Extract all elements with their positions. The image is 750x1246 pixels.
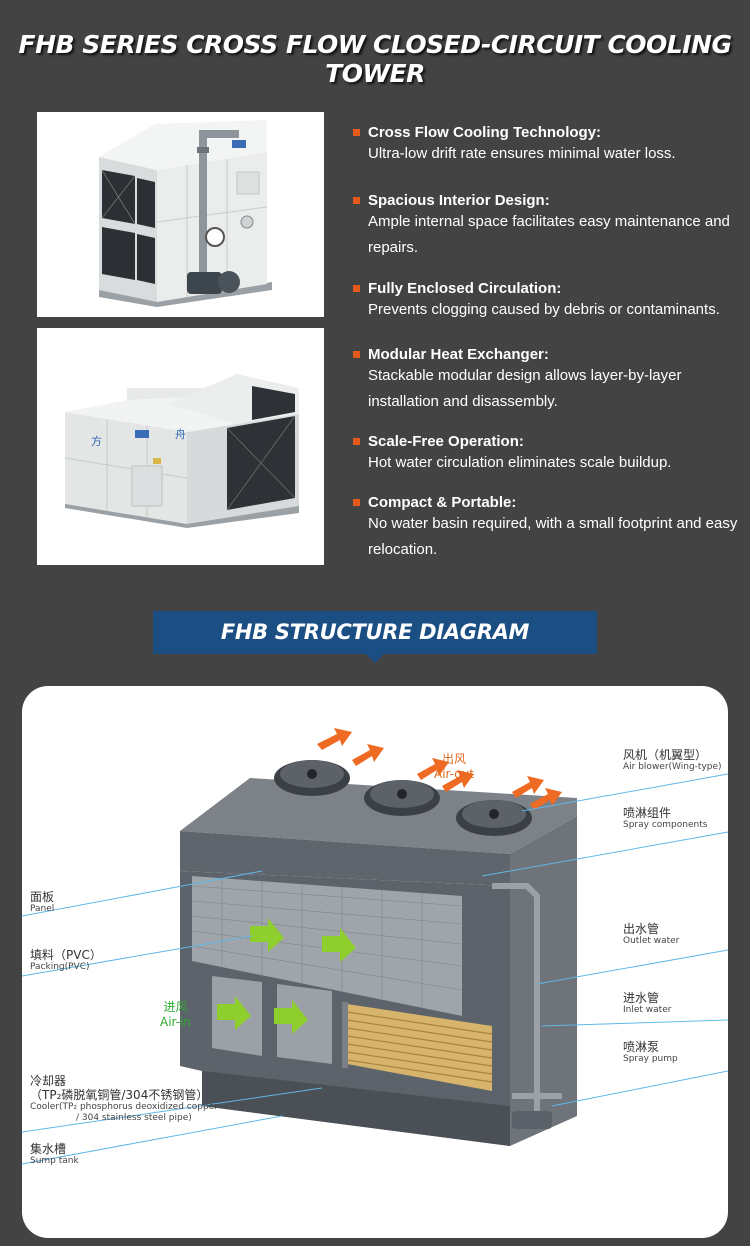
label-zh: 喷淋组件 <box>623 806 672 820</box>
unit-logo-char: 方 <box>91 434 102 448</box>
feature-description: Prevents clogging caused by debris or co… <box>368 301 720 318</box>
label-outlet-water: 出水管 Outlet water <box>623 922 679 947</box>
feature-description: Stackable modular design allows layer-by… <box>368 367 682 410</box>
feature-item: Fully Enclosed Circulation: Prevents clo… <box>353 280 750 323</box>
label-en: Spray pump <box>623 1054 678 1064</box>
bullet-icon <box>353 351 360 358</box>
label-en: Panel <box>30 904 55 914</box>
label-zh: 进水管 <box>623 991 660 1005</box>
label-cooler: 冷却器 （TP₂磷脱氧铜管/304不锈钢管） Cooler(TP₂ phosph… <box>30 1074 218 1124</box>
label-spray-pump: 喷淋泵 Spray pump <box>623 1040 678 1065</box>
feature-description: Ultra-low drift rate ensures minimal wat… <box>368 145 676 162</box>
feature-item: Compact & Portable: No water basin requi… <box>353 494 750 563</box>
label-en: Packing(PVC) <box>30 962 90 972</box>
banner-pointer-icon <box>366 654 384 663</box>
bullet-icon <box>353 438 360 445</box>
label-air-blower: 风机（机翼型） Air blower(Wing-type) <box>623 748 722 773</box>
label-en: Outlet water <box>623 936 680 946</box>
label-en: / 304 stainless steel pipe) <box>76 1113 192 1123</box>
page-title: FHB SERIES CROSS FLOW CLOSED-CIRCUIT COO… <box>18 30 732 88</box>
label-en: Air blower(Wing-type) <box>623 762 722 772</box>
air-out-en: Air-out <box>434 767 474 781</box>
label-zh: 出水管 <box>623 922 660 936</box>
label-panel: 面板 Panel <box>30 890 54 915</box>
bullet-icon <box>353 499 360 506</box>
label-en: Sump tank <box>30 1156 79 1166</box>
feature-title: Compact & Portable: <box>368 494 517 511</box>
feature-title: Spacious Interior Design: <box>368 192 550 209</box>
feature-item: Spacious Interior Design: Ample internal… <box>353 192 750 261</box>
feature-description: No water basin required, with a small fo… <box>368 515 738 558</box>
product-photo-side-view <box>37 112 324 317</box>
feature-description: Ample internal space facilitates easy ma… <box>368 213 730 256</box>
feature-description: Hot water circulation eliminates scale b… <box>368 454 672 471</box>
label-zh: 填料（PVC） <box>30 948 102 962</box>
feature-title: Fully Enclosed Circulation: <box>368 280 562 297</box>
feature-title: Scale-Free Operation: <box>368 433 524 450</box>
bullet-icon <box>353 285 360 292</box>
label-zh: 风机（机翼型） <box>623 748 708 762</box>
label-en: Inlet water <box>623 1005 672 1015</box>
bullet-icon <box>353 197 360 204</box>
label-zh: 喷淋泵 <box>623 1040 660 1054</box>
air-out-zh: 出风 <box>441 752 466 766</box>
feature-item: Cross Flow Cooling Technology: Ultra-low… <box>353 124 750 167</box>
product-photo-front-view: 方 舟 <box>37 328 324 565</box>
label-en: Spray components <box>623 820 708 830</box>
label-zh: 冷却器 <box>30 1074 67 1088</box>
feature-item: Modular Heat Exchanger: Stackable modula… <box>353 346 750 415</box>
feature-item: Scale-Free Operation: Hot water circulat… <box>353 433 750 476</box>
label-sump-tank: 集水槽 Sump tank <box>30 1142 79 1167</box>
label-zh: （TP₂磷脱氧铜管/304不锈钢管） <box>30 1088 209 1102</box>
unit-logo-char: 舟 <box>175 427 186 441</box>
feature-title: Modular Heat Exchanger: <box>368 346 549 363</box>
label-inlet-water: 进水管 Inlet water <box>623 991 671 1016</box>
label-packing: 填料（PVC） Packing(PVC) <box>30 948 102 973</box>
label-en: Cooler(TP₂ phosphorus deoxidized copper <box>30 1102 218 1112</box>
air-out-label: 出风 Air-out <box>434 750 474 781</box>
feature-title: Cross Flow Cooling Technology: <box>368 124 602 141</box>
section-heading: FHB STRUCTURE DIAGRAM <box>220 620 530 644</box>
label-zh: 集水槽 <box>30 1142 67 1156</box>
cooling-tower-illustration <box>22 728 728 1165</box>
label-spray-components: 喷淋组件 Spray components <box>623 806 707 831</box>
structure-diagram: 出风 Air-out 进风 Air-in 面板 Panel 填料（PVC） Pa… <box>22 686 728 1238</box>
air-in-zh: 进风 <box>163 1000 188 1014</box>
label-zh: 面板 <box>30 890 55 904</box>
section-banner: FHB STRUCTURE DIAGRAM <box>153 611 597 654</box>
air-in-en: Air-in <box>160 1015 191 1029</box>
bullet-icon <box>353 129 360 136</box>
air-in-label: 进风 Air-in <box>160 998 191 1029</box>
